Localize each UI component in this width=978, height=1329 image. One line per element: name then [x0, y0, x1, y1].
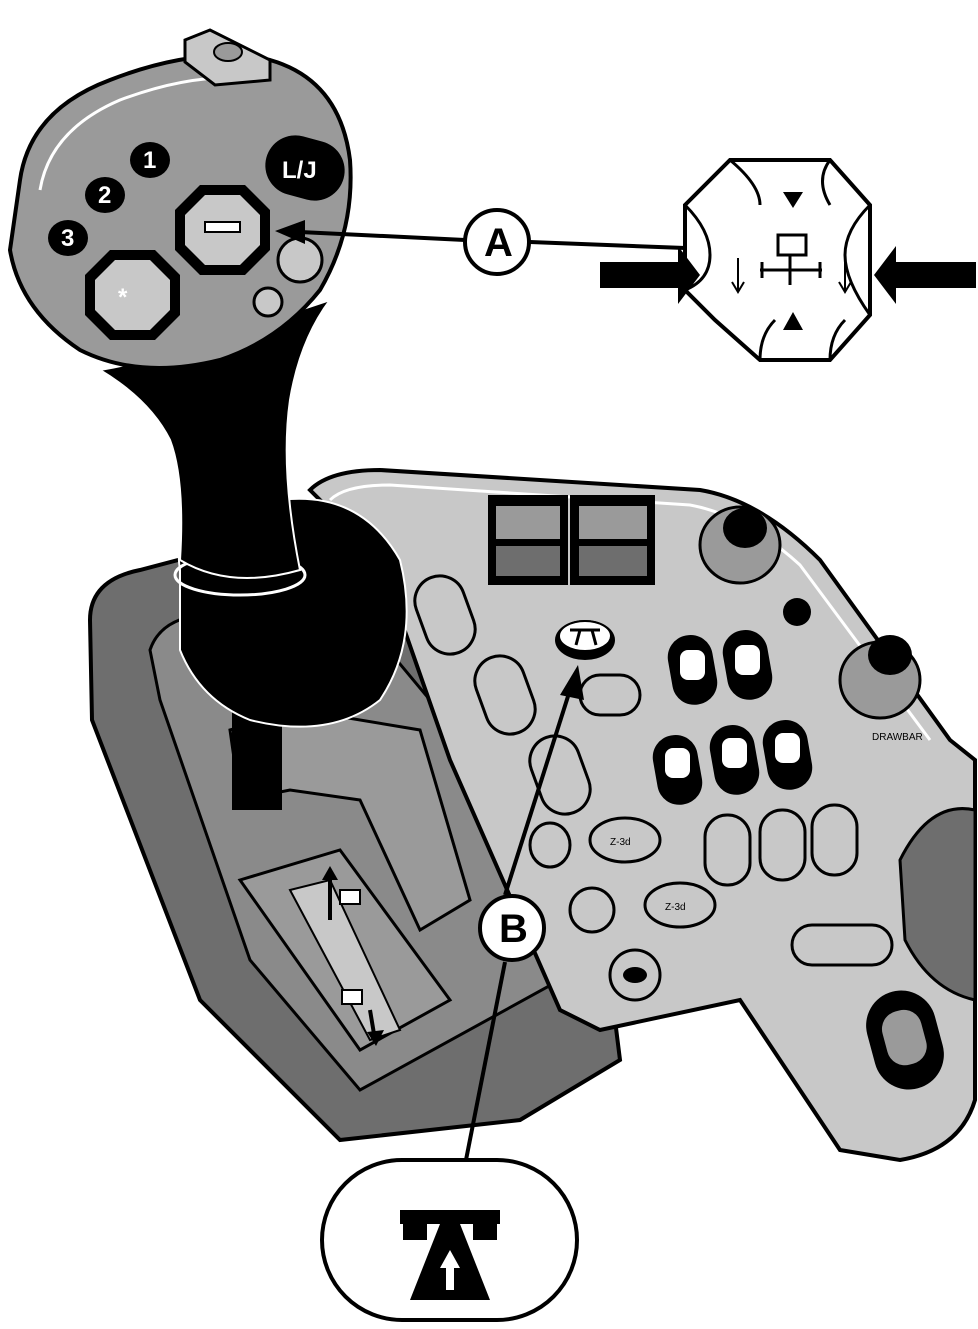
knob-label: DRAWBAR	[872, 732, 923, 743]
joystick-button-1[interactable]: 1	[130, 142, 170, 178]
indicator-light	[783, 598, 811, 626]
callout-a: A	[275, 208, 686, 276]
callout-b-label: B	[499, 907, 528, 951]
road-icon	[570, 628, 600, 646]
asterisk-icon: *	[118, 284, 128, 311]
road-ahead-icon	[400, 1210, 500, 1300]
speed-label-1: Z-3d	[610, 837, 631, 848]
joystick-top-switch[interactable]	[183, 28, 272, 87]
svg-text:3: 3	[61, 225, 74, 252]
lower-arrow-left-icon	[731, 258, 745, 294]
joystick-button-2[interactable]: 2	[85, 177, 125, 213]
callout-detail-cruise-button	[320, 1158, 579, 1322]
hitch-icon-detail	[776, 233, 808, 257]
svg-text:2: 2	[98, 182, 111, 209]
black-button-group-top[interactable]	[664, 627, 775, 709]
svg-text:1: 1	[143, 147, 156, 174]
joystick-hitch-switch[interactable]	[175, 185, 270, 275]
lower-arrow-right-icon	[838, 258, 852, 294]
joystick-small-button[interactable]	[252, 286, 284, 318]
speed-button-group[interactable]: Z-3d Z-3d	[528, 816, 717, 1002]
panel-button-oval[interactable]	[578, 673, 642, 717]
up-triangle-icon	[783, 312, 803, 330]
callout-detail-hitch-switch	[600, 158, 976, 362]
rotary-knob-drawbar[interactable]	[838, 635, 922, 720]
joystick-button-3[interactable]: 3	[48, 220, 88, 256]
joystick: 1 2 3 L/J *	[7, 28, 408, 810]
hitch-icon	[204, 221, 241, 233]
joystick-lj-button[interactable]: L/J	[259, 129, 352, 208]
control-panel: DRAWBAR	[307, 467, 977, 1163]
joystick-round-button[interactable]	[276, 236, 324, 284]
hitch-button-large[interactable]	[858, 983, 951, 1098]
callout-b: B	[463, 665, 584, 1166]
joystick-multi-switch[interactable]: *	[85, 250, 180, 340]
rocker-switch-left[interactable]	[488, 495, 568, 585]
cruise-button-panel[interactable]	[555, 620, 615, 660]
turtle-icon	[623, 967, 647, 983]
black-button-group-mid[interactable]	[649, 717, 815, 809]
svg-text:L/J: L/J	[282, 157, 317, 184]
down-triangle-icon	[783, 192, 803, 208]
callout-a-label: A	[484, 221, 513, 265]
panel-button-wide[interactable]	[790, 923, 894, 967]
rocker-switch-right[interactable]	[570, 495, 655, 585]
panel-gray-buttons-row[interactable]	[703, 803, 859, 887]
rotary-knob-top[interactable]	[698, 505, 782, 585]
panel-oval-buttons-left[interactable]	[408, 569, 597, 821]
speed-label-2: Z-3d	[665, 902, 686, 913]
press-arrow-right-icon	[874, 246, 976, 304]
press-arrow-left-icon	[600, 246, 700, 304]
